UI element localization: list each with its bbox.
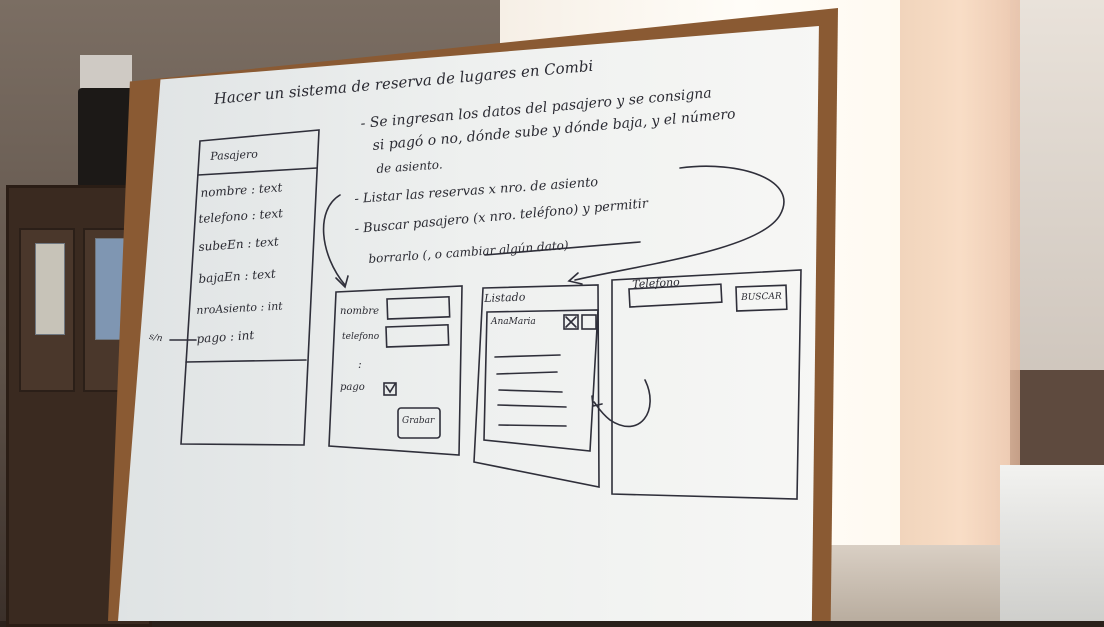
underline-cambiar [484,241,641,256]
list-row-line-3 [498,389,563,393]
shelf-paper [35,243,65,335]
arrow-search-to-list [593,379,651,428]
window-sill [820,545,1010,621]
arrow-search-to-list-head [591,395,603,407]
list-edit-box [581,314,597,330]
form-save-label: Grabar [402,416,435,426]
list-row-line-1 [494,354,561,358]
form-label-nombre: nombre [340,306,380,317]
list-row-line-4 [497,404,567,408]
entity-name: Pasajero [210,147,259,163]
list-box [473,284,600,488]
list-row-line-2 [496,371,558,375]
computer-case [80,55,132,91]
search-button [735,284,788,312]
list-title: Listado [484,290,526,305]
white-cabinet [1000,465,1104,621]
form-checkbox [383,382,397,396]
entity-side-note: s/n [148,332,164,345]
form-input-2 [385,324,450,348]
entity-box [180,129,320,446]
arrow-to-list [574,165,785,281]
form-ellipsis: : [358,358,362,371]
form-label-pago: pago [340,382,365,393]
side-wall-panel [1010,370,1104,470]
form-label-telefono: telefono [342,332,380,342]
list-row-line-5 [498,424,567,427]
whiteboard [118,26,819,621]
list-row-name: AnaMaria [491,317,536,327]
search-label: Telefono [632,275,681,291]
form-box [328,285,463,456]
form-check-mark [385,383,396,394]
form-input-1 [386,296,451,320]
entity-divider-bottom [185,359,307,363]
search-input [628,283,723,308]
list-inner [483,309,599,452]
arrow-to-form [322,194,346,286]
list-delete-x [565,316,577,328]
arrow-to-list-head [567,272,583,285]
form-save-box [397,407,441,439]
side-wall [1010,0,1104,380]
list-delete-box [563,314,579,330]
search-box [611,269,802,500]
arrow-to-form-head [335,275,349,289]
search-button-label: BUSCAR [741,291,782,303]
entity-divider-top [197,167,318,176]
